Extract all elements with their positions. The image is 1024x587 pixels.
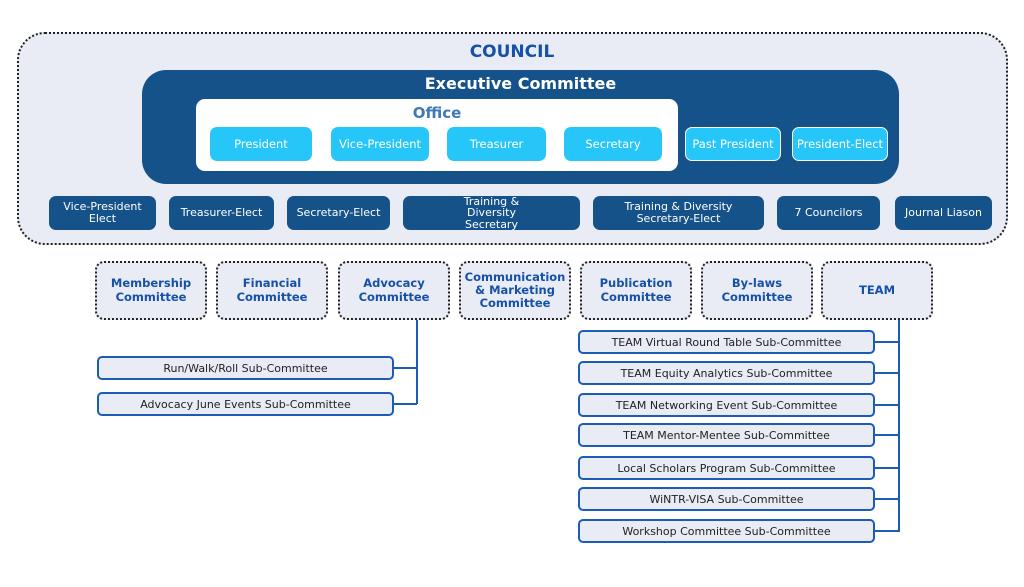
team-connector-branch — [874, 404, 899, 406]
council-member-treasurer-elect[interactable]: Treasurer-Elect — [169, 196, 274, 230]
committee-publication[interactable]: Publication Committee — [580, 261, 692, 320]
team-connector-branch — [874, 372, 899, 374]
subcommittee-team-networking-event[interactable]: TEAM Networking Event Sub-Committee — [578, 393, 875, 417]
council-member-training-diversity-secretary-elect[interactable]: Training & Diversity Secretary-Elect — [593, 196, 764, 230]
advocacy-connector-trunk — [416, 320, 418, 404]
council-member-journal-liason[interactable]: Journal Liason — [895, 196, 992, 230]
subcommittee-team-equity-analytics[interactable]: TEAM Equity Analytics Sub-Committee — [578, 361, 875, 385]
office-role-president[interactable]: President — [210, 127, 312, 161]
subcommittee-team-virtual-round-table[interactable]: TEAM Virtual Round Table Sub-Committee — [578, 330, 875, 354]
team-connector-branch — [874, 467, 899, 469]
advocacy-connector-branch — [393, 367, 417, 369]
subcommittee-wintr-visa[interactable]: WiNTR-VISA Sub-Committee — [578, 487, 875, 511]
committee-by-laws[interactable]: By-laws Committee — [701, 261, 813, 320]
council-member-secretary-elect[interactable]: Secretary-Elect — [287, 196, 390, 230]
committee-financial[interactable]: Financial Committee — [216, 261, 328, 320]
exec-role-president-elect[interactable]: President-Elect — [792, 127, 888, 161]
committee-communication-marketing[interactable]: Communication & Marketing Committee — [459, 261, 571, 320]
advocacy-connector-branch — [393, 403, 417, 405]
council-title: COUNCIL — [469, 42, 555, 62]
exec-role-past-president[interactable]: Past President — [685, 127, 781, 161]
subcommittee-workshop-committee[interactable]: Workshop Committee Sub-Committee — [578, 519, 875, 543]
office-role-vice-president[interactable]: Vice-President — [331, 127, 429, 161]
subcommittee-run-walk-roll[interactable]: Run/Walk/Roll Sub-Committee — [97, 356, 394, 380]
council-member-vice-president-elect[interactable]: Vice-President Elect — [49, 196, 156, 230]
office-title: Office — [412, 104, 462, 122]
subcommittee-advocacy-june-events[interactable]: Advocacy June Events Sub-Committee — [97, 392, 394, 416]
council-member-councilors[interactable]: 7 Councilors — [777, 196, 880, 230]
subcommittee-local-scholars-program[interactable]: Local Scholars Program Sub-Committee — [578, 456, 875, 480]
executive-committee-title: Executive Committee — [424, 74, 617, 93]
office-role-treasurer[interactable]: Treasurer — [447, 127, 546, 161]
committee-membership[interactable]: Membership Committee — [95, 261, 207, 320]
committee-advocacy[interactable]: Advocacy Committee — [338, 261, 450, 320]
council-member-training-diversity-secretary[interactable]: Training & Diversity Secretary — [403, 195, 580, 230]
team-connector-trunk — [898, 320, 900, 532]
team-connector-branch — [874, 434, 899, 436]
team-connector-branch — [874, 530, 899, 532]
subcommittee-team-mentor-mentee[interactable]: TEAM Mentor-Mentee Sub-Committee — [578, 423, 875, 447]
office-role-secretary[interactable]: Secretary — [564, 127, 662, 161]
committee-team[interactable]: TEAM — [821, 261, 933, 320]
team-connector-branch — [874, 341, 899, 343]
team-connector-branch — [874, 498, 899, 500]
